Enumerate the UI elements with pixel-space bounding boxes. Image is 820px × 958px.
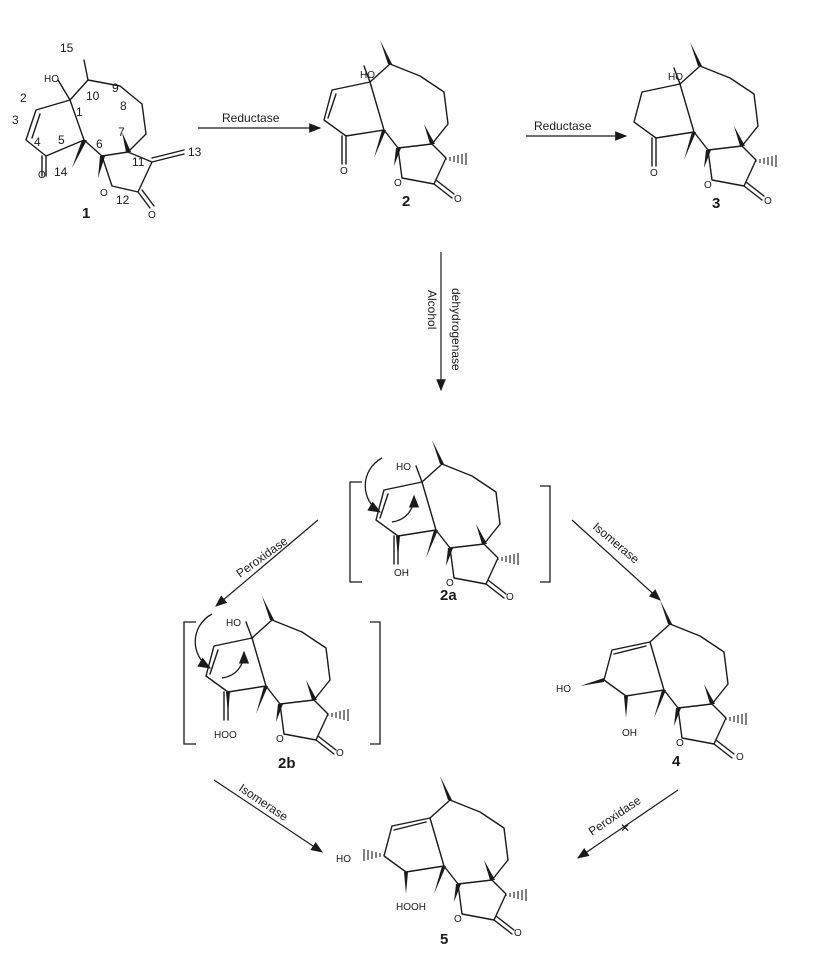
enzyme-isomerase-2: Isomerase: [236, 781, 291, 824]
c2b-ring-o-label: O: [276, 734, 284, 745]
atom-number-10: 10: [86, 89, 100, 103]
c4-ring-o-label: O: [676, 738, 684, 749]
atom-number-5: 5: [58, 133, 65, 147]
compound-label-3: 3: [712, 195, 720, 212]
enzyme-reductase-2: Reductase: [534, 119, 592, 133]
c3-ring-o-label: O: [704, 180, 712, 191]
atom-number-9: 9: [112, 81, 119, 95]
arrow-2a-to-4: [571, 519, 661, 601]
c5-ring-o-label: O: [454, 914, 462, 925]
c3-ho-label: HO: [668, 72, 683, 83]
compound-2b-structure: [205, 595, 349, 755]
enzyme-peroxidase-1: Peroxidase: [234, 534, 291, 581]
atom-number-3: 3: [12, 113, 19, 127]
c2a-carbonyl-o-label: O: [506, 592, 514, 603]
enzyme-dehydrogenase: dehydrogenase: [449, 288, 463, 371]
c4-ho-label: HO: [556, 684, 571, 695]
c2a-oh-label: OH: [394, 568, 409, 579]
compound-label-2: 2: [402, 193, 410, 210]
enzyme-alcohol: Alcohol: [425, 290, 439, 329]
blocked-cross-mark: ✕: [620, 821, 630, 835]
c2b-carbonyl-o-label: O: [336, 748, 344, 759]
c4-oh-label: OH: [622, 728, 637, 739]
c1-ring-o-label: O: [100, 188, 108, 199]
atom-number-2: 2: [20, 91, 27, 105]
bracket-2a-right: [540, 485, 551, 583]
c5-hooh-label: HOOH: [396, 902, 426, 913]
c3-o-label: O: [650, 168, 658, 179]
compound-label-4: 4: [672, 753, 681, 770]
atom-number-12: 12: [116, 193, 130, 207]
c2b-ho-label: HO: [226, 618, 241, 629]
atom-number-8: 8: [120, 99, 127, 113]
compound-label-2a: 2a: [440, 587, 457, 604]
compound-label-1: 1: [82, 205, 90, 222]
atom-number-14: 14: [54, 165, 68, 179]
compound-2-structure: [323, 39, 467, 199]
compound-5-structure: [363, 776, 527, 935]
atom-number-11: 11: [132, 155, 145, 169]
compound-label-5: 5: [440, 931, 448, 948]
c1-o-label: O: [38, 170, 46, 181]
compound-4-structure: [580, 600, 747, 759]
bracket-2b-left: [183, 621, 196, 745]
curved-arrow-2a-outer: [364, 457, 383, 513]
bracket-2b-right: [370, 621, 381, 745]
compound-2a-structure: [375, 439, 519, 599]
c2b-hoo-label: HOO: [214, 730, 237, 741]
arrow-2b-to-5: [213, 779, 323, 853]
c4-carbonyl-o-label: O: [736, 752, 744, 763]
c2-o-label: O: [340, 166, 348, 177]
c5-ho-label: HO: [336, 854, 351, 865]
atom-number-7: 7: [118, 125, 125, 139]
arrow-4-to-5-blocked: [577, 789, 679, 859]
c2-ring-o-label: O: [394, 178, 402, 189]
c1-ho-label: HO: [44, 74, 59, 85]
arrow-2a-to-2b: [215, 519, 319, 607]
enzyme-peroxidase-2: Peroxidase: [586, 793, 644, 838]
compound-3-structure: [633, 41, 777, 201]
c5-carbonyl-o-label: O: [514, 928, 522, 939]
c3-carbonyl-o-label: O: [764, 196, 772, 207]
c2a-ring-o-label: O: [446, 578, 454, 589]
c2-carbonyl-o-label: O: [454, 194, 462, 205]
curved-arrow-2b-outer: [194, 613, 213, 669]
atom-number-1: 1: [76, 105, 83, 119]
atom-number-6: 6: [96, 137, 103, 151]
compound-1-structure: [25, 59, 185, 209]
c2-ho-label: HO: [360, 70, 375, 81]
bracket-2a-left: [349, 481, 362, 583]
c2a-ho-label: HO: [396, 462, 411, 473]
c1-carbonyl-o-label: O: [148, 210, 156, 221]
atom-number-13: 13: [188, 145, 202, 159]
curved-arrow-2b-inner: [221, 650, 250, 679]
compound-label-2b: 2b: [278, 755, 296, 772]
enzyme-reductase-1: Reductase: [222, 111, 280, 125]
curved-arrow-2a-inner: [391, 494, 420, 523]
atom-number-15: 15: [60, 41, 74, 55]
atom-number-4: 4: [34, 135, 41, 149]
